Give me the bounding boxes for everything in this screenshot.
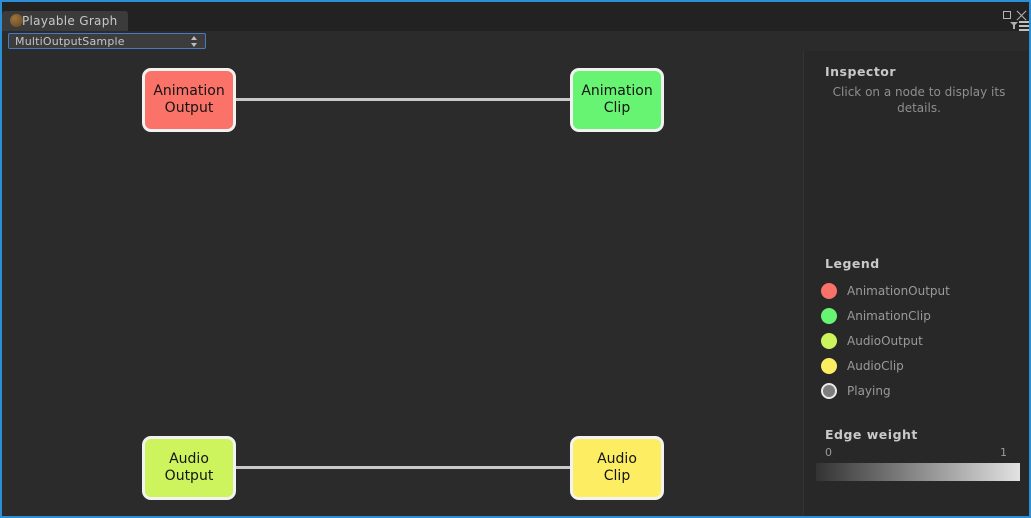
sidebar-panel: Inspector Click on a node to display its… [803, 51, 1029, 516]
graph-selector-dropdown[interactable]: MultiOutputSample [8, 33, 206, 49]
legend-color-swatch [821, 382, 837, 399]
edge-weight-max-label: 1 [1000, 446, 1007, 459]
graph-edge[interactable] [235, 466, 571, 469]
legend-item: AnimationOutput [821, 278, 1021, 303]
legend-item: AudioClip [821, 353, 1021, 378]
legend-item-label: AudioClip [847, 358, 904, 373]
updown-stepper-icon [191, 36, 198, 47]
legend-color-swatch [821, 357, 837, 374]
node-label: Animation [153, 83, 225, 99]
legend-item-label: AnimationClip [847, 308, 931, 323]
filter-icon [1010, 22, 1018, 26]
filter-icon-stem [1013, 25, 1015, 29]
inspector-hint: Click on a node to display its details. [832, 85, 1006, 115]
edge-weight-gradient-bar [816, 463, 1020, 481]
chevron-up-icon [191, 36, 197, 40]
legend-item-label: AnimationOutput [847, 283, 950, 298]
menu-line-2 [1019, 25, 1029, 27]
tab-playable-graph[interactable]: Playable Graph [2, 11, 128, 31]
legend-color-swatch [821, 282, 837, 299]
window-titlebar: Playable Graph [2, 2, 1029, 31]
inspector-title: Inspector [825, 64, 897, 79]
legend-color-swatch [821, 307, 837, 324]
node-label-line2: Clip [603, 468, 631, 484]
legend-title: Legend [825, 256, 880, 271]
edge-weight-title: Edge weight [825, 427, 918, 442]
hamburger-menu-icon[interactable] [1010, 21, 1029, 31]
legend-item: Playing [821, 378, 1021, 403]
node-label-line2: Output [164, 100, 214, 116]
chevron-down-icon [191, 43, 197, 47]
graph-edge[interactable] [235, 98, 571, 101]
maximize-icon[interactable] [1001, 9, 1014, 22]
tab-label: Playable Graph [22, 14, 118, 28]
legend-item-label: AudioOutput [847, 333, 923, 348]
node-label: Animation [581, 83, 653, 99]
menu-line-3 [1019, 29, 1029, 31]
legend-item: AudioOutput [821, 328, 1021, 353]
node-label-line2: Clip [603, 100, 631, 116]
maximize-glyph [1003, 11, 1011, 19]
edge-weight-min-label: 0 [825, 446, 832, 459]
menu-line-1 [1019, 21, 1029, 23]
node-label: Audio [597, 451, 637, 467]
graph-toolbar: MultiOutputSample [2, 31, 1029, 51]
node-label: Audio [169, 451, 209, 467]
graph-selector-value: MultiOutputSample [15, 34, 125, 48]
legend-item-label: Playing [847, 383, 891, 398]
unity-node-icon [10, 14, 23, 27]
legend-item: AnimationClip [821, 303, 1021, 328]
legend-color-swatch [821, 332, 837, 349]
node-label-line2: Output [164, 468, 214, 484]
